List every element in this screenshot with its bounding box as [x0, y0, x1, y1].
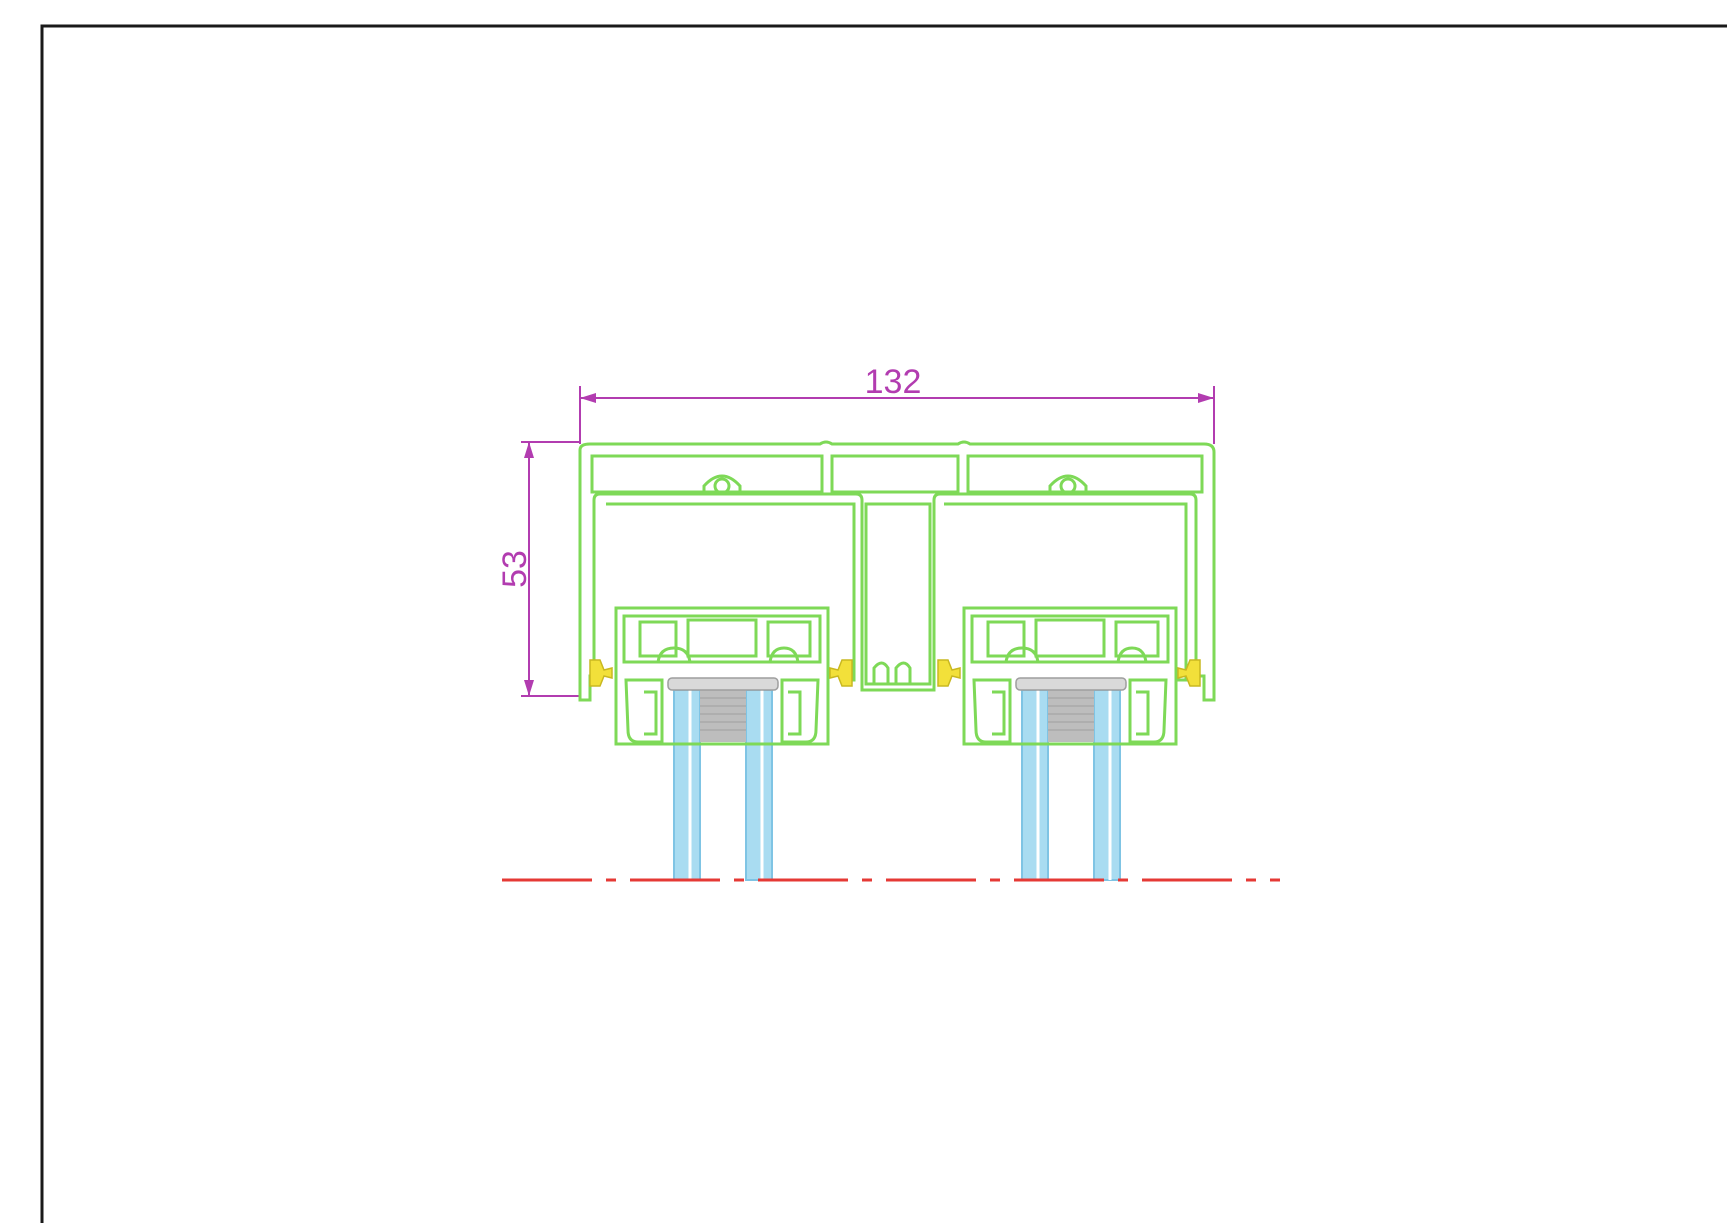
- height-dimension-label: 53: [496, 550, 534, 588]
- right-spacer-bar: [1048, 690, 1094, 742]
- height-dimension: [521, 441, 580, 697]
- right-sash-profile: [962, 606, 1178, 746]
- right-spacer-hatch: [1048, 697, 1094, 731]
- width-dimension-label: 132: [865, 363, 922, 401]
- left-sash-profile: [614, 606, 830, 746]
- width-dimension: [579, 386, 1215, 444]
- brush-gaskets: [589, 659, 1201, 687]
- sheet-border: [40, 24, 1727, 1223]
- left-spacer-bar: [700, 690, 746, 742]
- right-glass-bead-top: [1015, 677, 1127, 691]
- left-spacer-hatch: [700, 697, 746, 731]
- left-glass-bead-top: [667, 677, 779, 691]
